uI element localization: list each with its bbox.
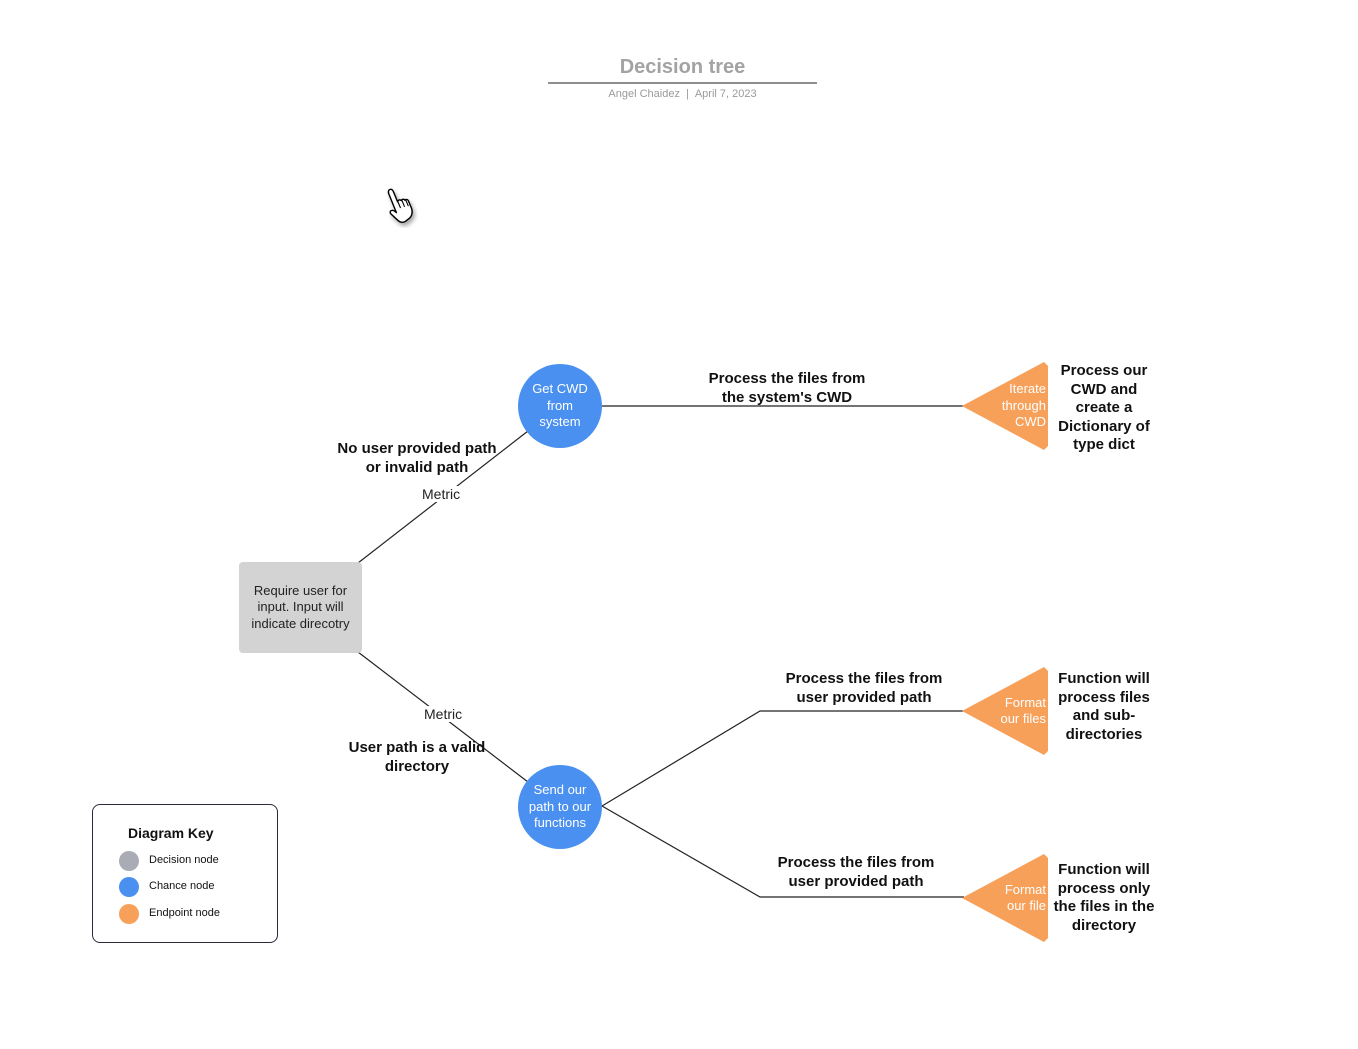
chance-node-send-path[interactable]: Send our path to our functions: [518, 765, 602, 849]
endpoint-triangle-shape: [962, 667, 1048, 755]
edge-chance-bottom-to-end-mid[interactable]: [601, 710, 964, 807]
title-underline: [548, 82, 817, 84]
metric-label-lower: Metric: [422, 706, 465, 722]
hand-pointer-icon: [387, 188, 413, 223]
endpoint-node-format-files[interactable]: Format our files: [962, 667, 1050, 755]
chance-node-get-cwd[interactable]: Get CWD from system: [518, 364, 602, 448]
endpoint-node-format-file[interactable]: Format our file: [962, 854, 1050, 942]
key-endpoint-swatch: [119, 904, 139, 924]
edge-label-system-cwd: Process the files from the system's CWD: [708, 370, 866, 406]
edge-label-valid-directory: User path is a valid directory: [348, 739, 486, 775]
key-decision-swatch: [119, 851, 139, 871]
edge-label-user-path-mid: Process the files from user provided pat…: [785, 670, 943, 706]
decision-node[interactable]: Require user for input. Input will indic…: [239, 562, 362, 653]
outcome-mid: Function will process files and sub-dire…: [1058, 670, 1150, 743]
endpoint-node-label: Format our file: [1004, 881, 1046, 914]
chance-node-label: Send our path to our functions: [528, 782, 592, 831]
endpoint-triangle-shape: [962, 854, 1048, 942]
outcome-top: Process our CWD and create a Dictionary …: [1058, 362, 1150, 453]
edge-label-user-path-bottom: Process the files from user provided pat…: [777, 854, 935, 890]
diagram-subtitle: Angel Chaidez | April 7, 2023: [548, 88, 817, 100]
diagram-key-title: Diagram Key: [128, 825, 214, 841]
key-chance-swatch: [119, 877, 139, 897]
endpoint-node-label: Iterate through CWD: [1001, 381, 1046, 430]
endpoint-node-label: Format our files: [1000, 694, 1046, 727]
diagram-date: April 7, 2023: [694, 88, 757, 100]
endpoint-node-iterate-cwd[interactable]: Iterate through CWD: [962, 362, 1050, 450]
edge-label-no-user-path: No user provided path or invalid path: [337, 440, 497, 476]
edge-chance-bottom-to-end-bottom[interactable]: [601, 805, 964, 898]
chance-node-label: Get CWD from system: [532, 381, 588, 430]
metric-label-upper: Metric: [420, 486, 463, 502]
endpoint-triangle-shape: [962, 362, 1048, 450]
key-endpoint-label: Endpoint node: [149, 907, 220, 919]
key-decision-label: Decision node: [149, 854, 219, 866]
author-name: Angel Chaidez: [608, 88, 680, 100]
key-chance-label: Chance node: [149, 880, 215, 892]
diagram-title: Decision tree: [619, 56, 746, 78]
outcome-bottom: Function will process only the files in …: [1053, 861, 1155, 934]
decision-node-label: Require user for input. Input will indic…: [251, 582, 350, 631]
subtitle-separator: |: [685, 88, 689, 100]
